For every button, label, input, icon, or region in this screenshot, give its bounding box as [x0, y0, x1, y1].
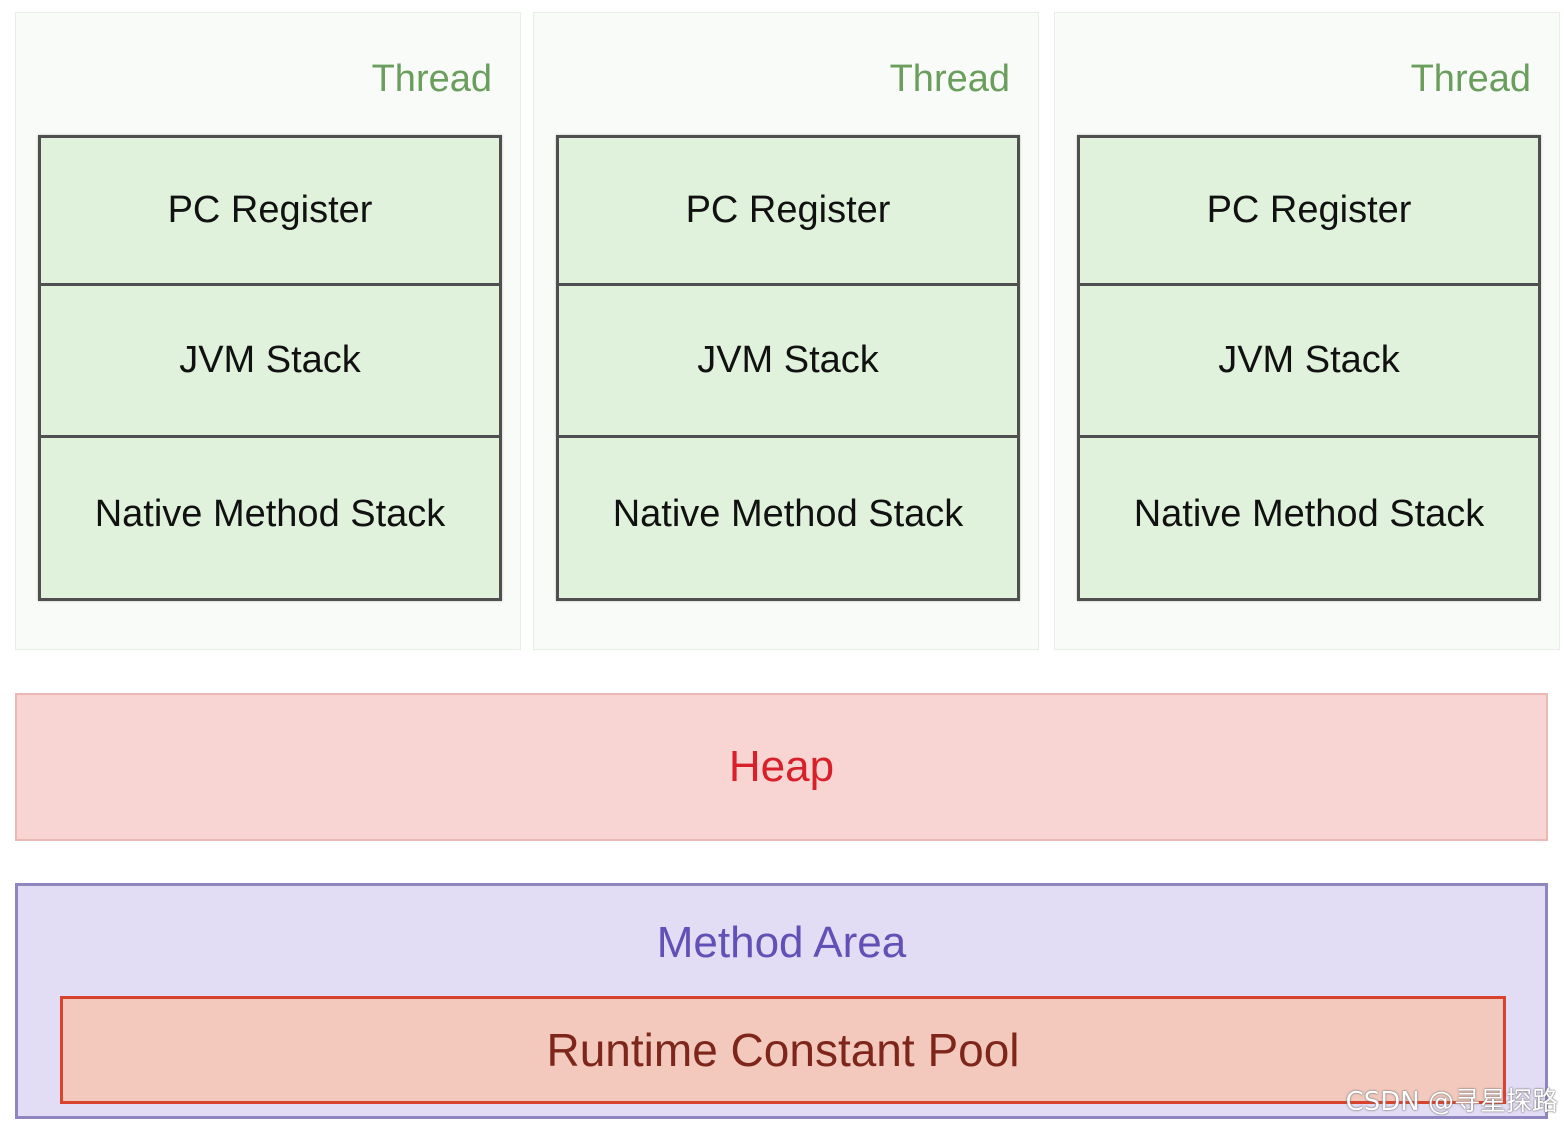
native-method-stack-box: Native Method Stack — [559, 438, 1017, 598]
thread-panel-1: Thread PC Register JVM Stack Native Meth… — [15, 12, 521, 650]
jvm-stack-box: JVM Stack — [1080, 286, 1538, 438]
thread-panel-2: Thread PC Register JVM Stack Native Meth… — [533, 12, 1039, 650]
pc-register-box: PC Register — [41, 138, 499, 286]
pc-register-box: PC Register — [1080, 138, 1538, 286]
thread-memory-stack: PC Register JVM Stack Native Method Stac… — [556, 135, 1020, 601]
native-method-stack-box: Native Method Stack — [41, 438, 499, 598]
thread-title: Thread — [889, 58, 1010, 100]
thread-panel-3: Thread PC Register JVM Stack Native Meth… — [1054, 12, 1560, 650]
thread-title: Thread — [371, 58, 492, 100]
heap-label: Heap — [728, 742, 835, 791]
thread-memory-stack: PC Register JVM Stack Native Method Stac… — [1077, 135, 1541, 601]
native-method-stack-box: Native Method Stack — [1080, 438, 1538, 598]
method-area: Method Area Runtime Constant Pool — [15, 883, 1548, 1119]
jvm-stack-box: JVM Stack — [41, 286, 499, 438]
heap-area: Heap — [15, 693, 1548, 841]
thread-memory-stack: PC Register JVM Stack Native Method Stac… — [38, 135, 502, 601]
runtime-constant-pool-box: Runtime Constant Pool — [60, 996, 1506, 1104]
jvm-stack-box: JVM Stack — [559, 286, 1017, 438]
method-area-label: Method Area — [656, 918, 907, 967]
thread-title: Thread — [1410, 58, 1531, 100]
pc-register-box: PC Register — [559, 138, 1017, 286]
watermark: CSDN @寻星探路 — [1345, 1087, 1558, 1117]
